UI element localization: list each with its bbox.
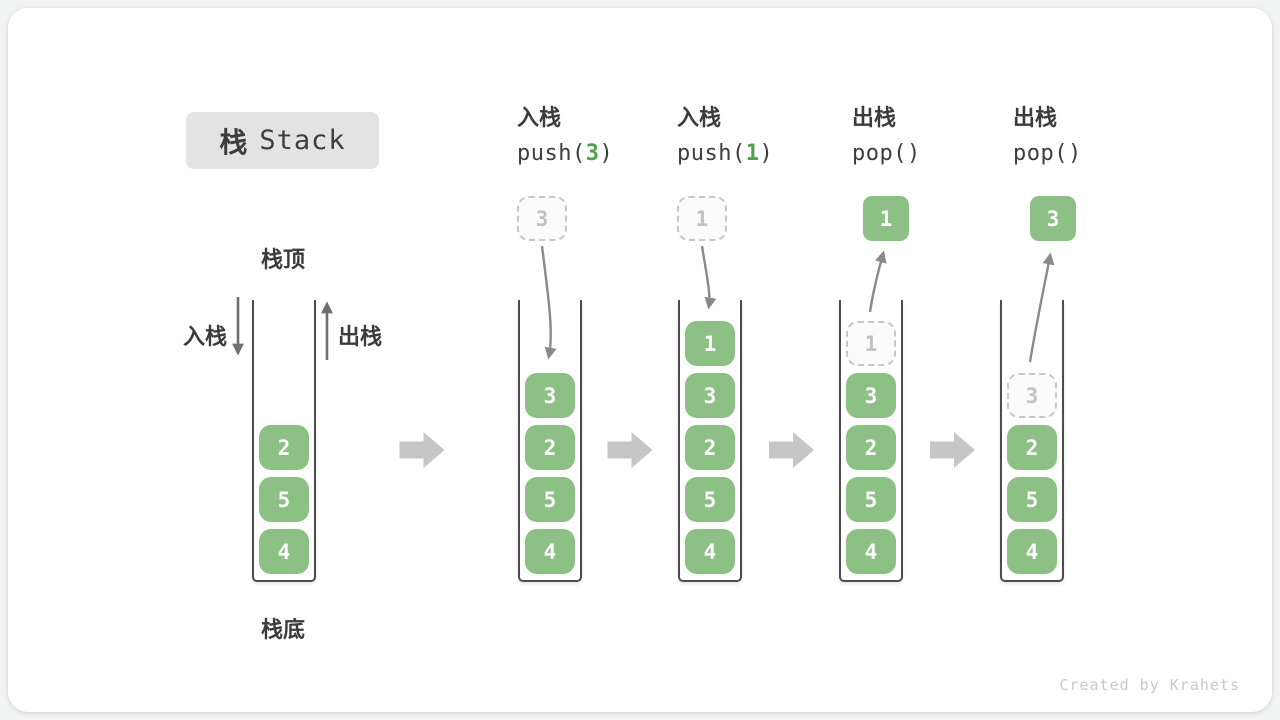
op-name-text: 入栈 bbox=[517, 105, 562, 130]
stack-bottom-label: 栈底 bbox=[260, 617, 305, 642]
stack-cell: 5 bbox=[259, 477, 309, 522]
step-arrow-icon bbox=[769, 432, 814, 468]
stack-cell-ghost: 3 bbox=[1007, 373, 1057, 418]
op-name-text: 入栈 bbox=[677, 105, 722, 130]
stack-cell: 4 bbox=[846, 529, 896, 574]
op-code-before: pop( bbox=[1013, 141, 1068, 166]
step-arrow-icon bbox=[930, 432, 975, 468]
op-code-text: pop() bbox=[852, 143, 921, 165]
op-code-after: ) bbox=[759, 141, 774, 166]
stack-container bbox=[1000, 300, 1064, 582]
stack-cell: 2 bbox=[525, 425, 575, 470]
op-code-after: ) bbox=[1067, 141, 1082, 166]
op-code-arg: 3 bbox=[585, 141, 600, 166]
stack-cell: 5 bbox=[525, 477, 575, 522]
popped-value-box: 1 bbox=[863, 196, 909, 241]
stack-top-label: 栈顶 bbox=[260, 247, 305, 272]
stack-container bbox=[678, 300, 742, 582]
popped-value-box: 3 bbox=[1030, 196, 1076, 241]
op-label: 入栈 push(3) bbox=[517, 107, 613, 165]
op-code-text: push(3) bbox=[517, 143, 613, 165]
stack-cell: 2 bbox=[1007, 425, 1057, 470]
stack-cell: 1 bbox=[685, 321, 735, 366]
stack-cell: 2 bbox=[685, 425, 735, 470]
stack-cell: 5 bbox=[1007, 477, 1057, 522]
title-badge: 栈 Stack bbox=[186, 112, 379, 169]
pushed-value-box: 3 bbox=[517, 196, 567, 241]
stack-container bbox=[252, 300, 316, 582]
op-label: 入栈 push(1) bbox=[677, 107, 773, 165]
title-en: Stack bbox=[259, 125, 346, 156]
op-code-text: pop() bbox=[1013, 143, 1082, 165]
op-code-before: pop( bbox=[852, 141, 907, 166]
push-1-arrow-icon bbox=[700, 245, 717, 310]
stack-cell: 3 bbox=[685, 373, 735, 418]
step-arrow-icon bbox=[607, 432, 653, 468]
stack-cell: 4 bbox=[1007, 529, 1057, 574]
stack-cell: 3 bbox=[846, 373, 896, 418]
stack-cell: 2 bbox=[259, 425, 309, 470]
op-name-text: 出栈 bbox=[1013, 105, 1058, 130]
pushed-value-box: 1 bbox=[677, 196, 727, 241]
op-code-before: push( bbox=[517, 141, 586, 166]
stack-cell: 4 bbox=[259, 529, 309, 574]
op-code-after: ) bbox=[599, 141, 614, 166]
op-label: 出栈 pop() bbox=[852, 107, 921, 165]
op-name-text: 出栈 bbox=[852, 105, 897, 130]
stack-cell: 4 bbox=[685, 529, 735, 574]
stack-cell: 4 bbox=[525, 529, 575, 574]
stack-cell-ghost: 1 bbox=[846, 321, 896, 366]
stack-cell: 3 bbox=[525, 373, 575, 418]
credit-text: Created by Krahets bbox=[1059, 676, 1240, 694]
stack-container bbox=[518, 300, 582, 582]
stack-cell: 5 bbox=[685, 477, 735, 522]
pop-side-label: 出栈 bbox=[338, 324, 383, 349]
op-code-before: push( bbox=[677, 141, 746, 166]
stack-cell: 5 bbox=[846, 477, 896, 522]
title-zh: 栈 bbox=[219, 126, 248, 158]
push-side-label: 入栈 bbox=[183, 324, 228, 349]
stack-cell: 2 bbox=[846, 425, 896, 470]
op-code-text: push(1) bbox=[677, 143, 773, 165]
stack-container bbox=[839, 300, 903, 582]
step-arrow-icon bbox=[399, 432, 445, 468]
op-code-arg: 1 bbox=[745, 141, 760, 166]
op-code-after: ) bbox=[906, 141, 921, 166]
op-label: 出栈 pop() bbox=[1013, 107, 1082, 165]
